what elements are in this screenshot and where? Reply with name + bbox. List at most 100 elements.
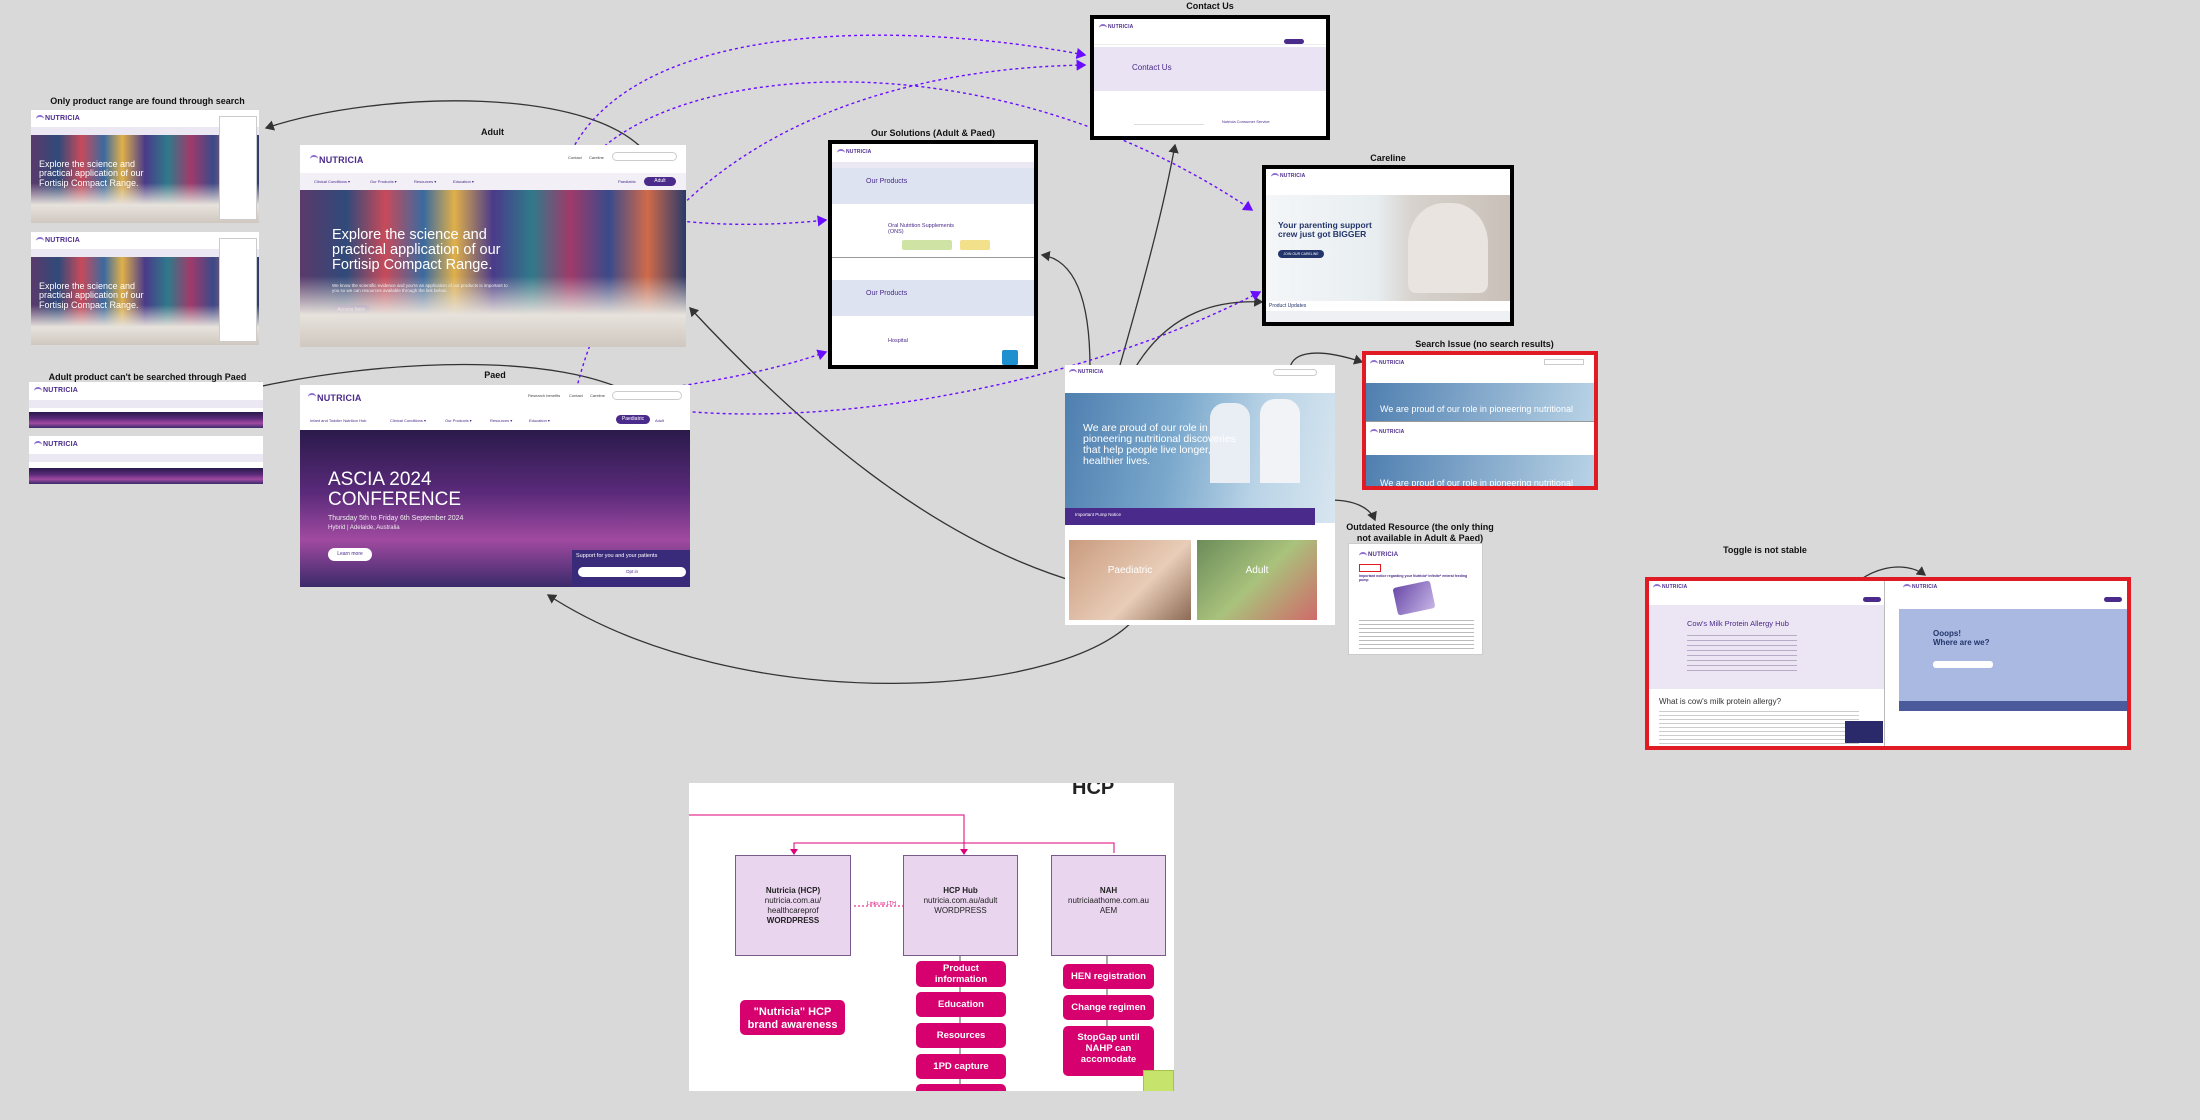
search-dropdown[interactable] <box>219 116 257 220</box>
nutricia-logo: NUTRICIA <box>1370 429 1405 435</box>
nutricia-logo: NUTRICIA <box>1653 584 1688 590</box>
hub-item-resources[interactable]: Resources <box>916 1023 1006 1048</box>
label-contact: Contact Us <box>1186 1 1234 11</box>
paed-support-btn[interactable]: Opt in <box>578 567 686 577</box>
adult-toggle-paed[interactable]: Paediatric <box>618 179 636 184</box>
paed-nav-hub[interactable]: Infant and Toddler Nutrition Hub <box>310 418 367 423</box>
nutricia-logo: NUTRICIA <box>308 393 362 403</box>
home-screenshot: NUTRICIA We are proud of our role in pio… <box>1065 365 1335 625</box>
nah-item-change-regimen[interactable]: Change regimen <box>1063 995 1154 1020</box>
nutricia-logo: NUTRICIA <box>36 237 80 244</box>
nutricia-logo: NUTRICIA <box>34 441 78 448</box>
adult-search-input[interactable] <box>612 152 677 161</box>
arrow-adult-card-to-paed <box>546 594 1141 684</box>
paed-hero-cta[interactable]: Learn more <box>328 548 372 561</box>
solutions-screenshot: NUTRICIA Our Products Oral Nutrition Sup… <box>828 140 1038 369</box>
toggle-screenshot: NUTRICIA Cow's Milk Protein Allergy Hub … <box>1645 577 2131 750</box>
paed-toggle-adult[interactable]: Adult <box>655 418 665 423</box>
search-input[interactable] <box>1544 359 1584 365</box>
contact-title: Contact Us <box>1132 63 1172 72</box>
adult-link-careline[interactable]: Careline <box>589 155 604 160</box>
arrow-home-to-solutions <box>1040 251 1091 369</box>
adult-nav-products[interactable]: Our Products ▾ <box>370 179 397 184</box>
arrow-home-to-careline <box>1134 296 1264 369</box>
adult-nav-education[interactable]: Education ▾ <box>453 179 474 184</box>
search-screenshot-2: NUTRICIA Explore the science and practic… <box>31 232 259 345</box>
home-notice-bar[interactable]: Important Pump Notice <box>1065 508 1315 525</box>
nutricia-logo: NUTRICIA <box>837 149 872 155</box>
home-search-input[interactable] <box>1273 369 1317 376</box>
nutricia-logo: NUTRICIA <box>1370 360 1405 366</box>
nutricia-logo: NUTRICIA <box>1069 369 1104 375</box>
nutricia-logo: NUTRICIA <box>310 155 364 165</box>
arrow-paed-to-search <box>251 363 641 399</box>
sticky-note[interactable] <box>1143 1070 1174 1091</box>
hcp-box-hub[interactable]: HCP Hub nutricia.com.au/adult WORDPRESS <box>903 855 1018 956</box>
hcp-brand-awareness[interactable]: "Nutricia" HCP brand awareness <box>740 1000 845 1035</box>
paed-hero-title: ASCIA 2024 CONFERENCE <box>328 469 462 510</box>
paed-nav-conditions[interactable]: Clinical Conditions ▾ <box>390 418 427 423</box>
adult-nav-resources[interactable]: Resources ▾ <box>414 179 437 184</box>
paed-nav-education[interactable]: Education ▾ <box>529 418 550 423</box>
label-solutions: Our Solutions (Adult & Paed) <box>871 128 995 138</box>
label-search-range: Only product range are found through sea… <box>50 96 245 106</box>
paed-screenshot: NUTRICIA Research benefits Contact Carel… <box>300 385 690 587</box>
search-issue-screenshot: NUTRICIA We are proud of our role in pio… <box>1362 351 1598 490</box>
hub-item-1pd-capture[interactable]: 1PD capture <box>916 1054 1006 1079</box>
paed-link-research[interactable]: Research benefits <box>528 393 561 398</box>
toggle-right-search[interactable] <box>1933 661 1993 668</box>
home-card-adult[interactable]: Adult <box>1197 540 1317 620</box>
nutricia-logo: NUTRICIA <box>1099 24 1134 30</box>
adult-nav-conditions[interactable]: Clinical Conditions ▾ <box>314 179 351 184</box>
paed-nav-products[interactable]: Our Products ▾ <box>445 418 472 423</box>
adult-hero-cta[interactable]: Access here <box>332 305 370 315</box>
hub-item-product-info[interactable]: Product information <box>916 961 1006 987</box>
paed-link-contact[interactable]: Contact <box>569 393 583 398</box>
label-adult-search: Adult product can't be searched through … <box>48 372 247 382</box>
hcp-box-nutricia[interactable]: Nutricia (HCP) nutricia.com.au/ healthca… <box>735 855 851 956</box>
adult-toggle-adult[interactable]: Adult <box>644 177 676 186</box>
hub-item-education[interactable]: Education <box>916 992 1006 1017</box>
careline-cta[interactable]: JOIN OUR CARELINE <box>1278 250 1324 258</box>
arrow-home-to-outdated <box>1329 499 1377 522</box>
solutions-title-1: Our Products <box>866 178 908 185</box>
arrow-home-to-contact <box>1119 143 1179 366</box>
nutricia-logo: NUTRICIA <box>1903 584 1938 590</box>
adult-link-contact[interactable]: Contact <box>568 155 582 160</box>
paed-search-screenshot-2: NUTRICIA <box>29 436 263 484</box>
label-outdated: Outdated Resource (the only thing not av… <box>1346 522 1494 543</box>
home-card-paediatric[interactable]: Paediatric <box>1069 540 1191 620</box>
careline-screenshot: NUTRICIA Your parenting support crew jus… <box>1262 165 1514 326</box>
hub-item-partial <box>916 1084 1006 1091</box>
label-search-issue: Search Issue (no search results) <box>1415 339 1554 349</box>
toggle-right-title-2: Where are we? <box>1933 638 1990 647</box>
contact-screenshot: NUTRICIA Contact Us Nutricia Consumer Se… <box>1090 15 1330 140</box>
label-paed: Paed <box>484 370 506 380</box>
contact-form-field[interactable] <box>1134 131 1204 136</box>
paed-search-screenshot-1: NUTRICIA <box>29 382 263 428</box>
paed-link-careline[interactable]: Careline <box>590 393 605 398</box>
hcp-title: HCP <box>1072 783 1115 799</box>
paed-nav-resources[interactable]: Resources ▾ <box>490 418 513 423</box>
paed-search-input[interactable] <box>612 391 682 400</box>
nah-item-stopgap[interactable]: StopGap until NAHP can accomodate <box>1063 1026 1154 1076</box>
careline-title-2: crew just got BIGGER <box>1278 229 1367 239</box>
label-adult: Adult <box>481 127 504 137</box>
search-dropdown[interactable] <box>219 238 257 342</box>
hcp-diagram: HCP Links as LTH Nutricia (HCP) nutricia… <box>689 783 1174 1091</box>
nah-item-hen-registration[interactable]: HEN registration <box>1063 964 1154 989</box>
solutions-title-2: Our Products <box>866 290 908 297</box>
nutricia-logo: NUTRICIA <box>1271 173 1306 179</box>
hcp-box-nah[interactable]: NAH nutriciaathome.com.au AEM <box>1051 855 1166 956</box>
label-careline: Careline <box>1370 153 1406 163</box>
toggle-right-title-1: Ooops! <box>1933 629 1961 638</box>
outdated-doc: NUTRICIA Important notice regarding your… <box>1348 543 1483 655</box>
adult-hero-title: Explore the science and practical applic… <box>332 227 501 274</box>
toggle-left-question: What is cow's milk protein allergy? <box>1659 697 1782 706</box>
arrow-paed-contact <box>574 59 1087 396</box>
label-toggle: Toggle is not stable <box>1723 545 1807 555</box>
search-screenshot-1: NUTRICIA Explore the science and practic… <box>31 110 259 223</box>
nutricia-logo: NUTRICIA <box>1359 552 1398 558</box>
contact-form-field[interactable] <box>1134 119 1204 125</box>
paed-toggle-paed[interactable]: Paediatric <box>616 415 650 424</box>
